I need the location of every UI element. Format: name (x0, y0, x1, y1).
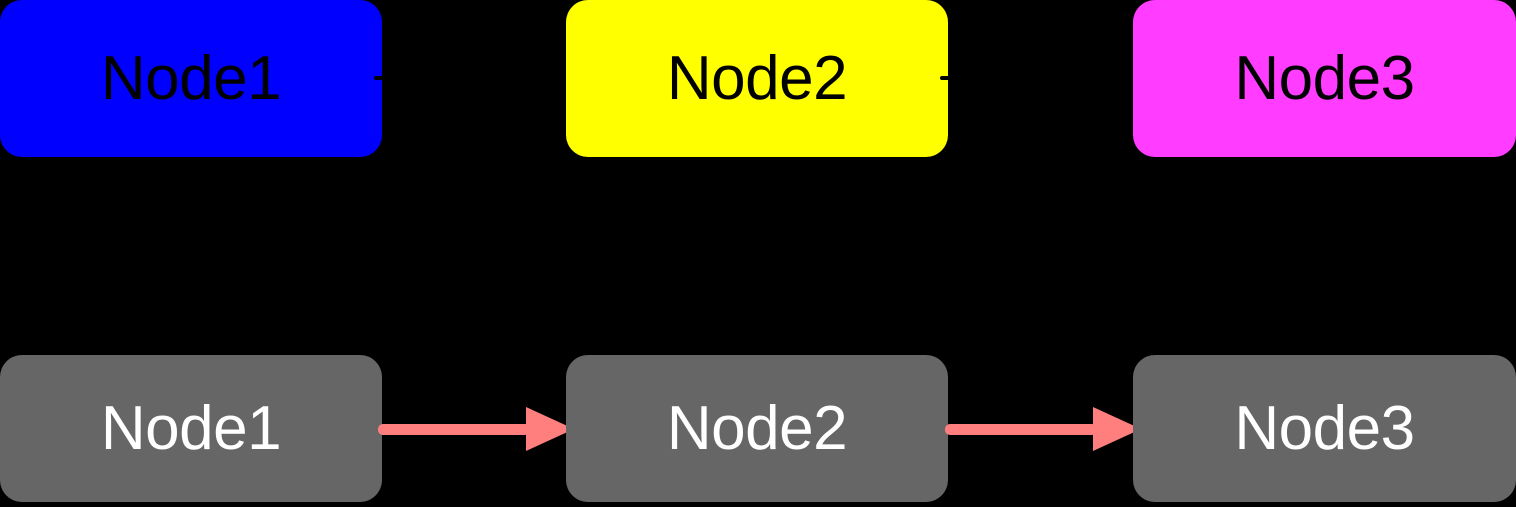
node-bottom-2-label: Node2 (666, 393, 848, 463)
node-bottom-1[interactable]: Node1 (0, 355, 382, 502)
node-bottom-1-label: Node1 (100, 393, 282, 463)
edge-top-node1-node2-shaft (374, 76, 574, 80)
node-top-3-label: Node3 (1234, 43, 1415, 113)
node-top-2-label: Node2 (666, 43, 848, 113)
node-top-3[interactable]: Node3 (1133, 0, 1516, 157)
node-bottom-3[interactable]: Node3 (1133, 355, 1516, 502)
node-top-1-label: Node1 (100, 43, 282, 113)
edge-bottom-node1-node2-shaft (378, 424, 530, 435)
diagram-row-bottom: Node1 Node2 Node3 (0, 355, 1516, 507)
edge-bottom-node2-node3 (945, 407, 1141, 451)
edge-bottom-node1-node2 (378, 407, 574, 451)
edge-top-node2-node3 (940, 73, 1142, 83)
node-top-2[interactable]: Node2 (566, 0, 948, 157)
node-bottom-3-label: Node3 (1234, 393, 1415, 463)
edge-top-node1-node2 (374, 73, 575, 83)
node-top-1[interactable]: Node1 (0, 0, 382, 157)
edge-top-node2-node3-shaft (940, 76, 1141, 80)
node-bottom-2[interactable]: Node2 (566, 355, 948, 502)
diagram-row-top: Node1 Node2 Node3 (0, 0, 1516, 157)
edge-bottom-node2-node3-shaft (945, 424, 1097, 435)
